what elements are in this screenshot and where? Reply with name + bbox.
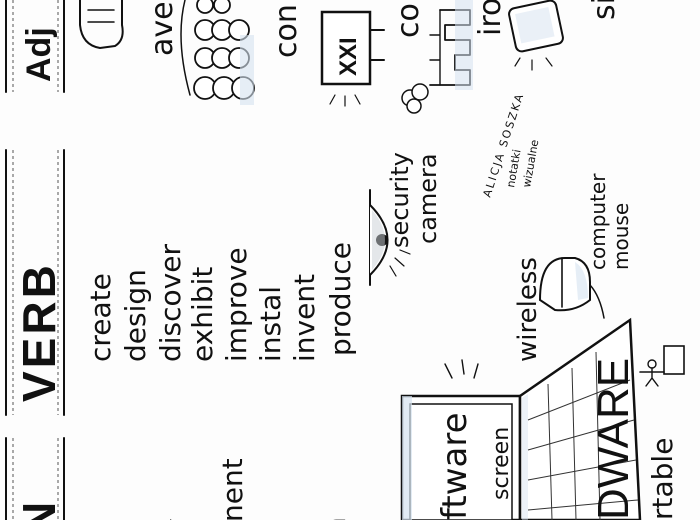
label-software: ftware: [435, 413, 475, 520]
label-hardware: DWARE: [589, 358, 638, 520]
desk-figure-icon: [639, 345, 685, 387]
sign-board-icon: XXI: [320, 10, 385, 107]
laptop-icon: [400, 317, 642, 520]
word-ave: ave: [145, 1, 180, 56]
smartphone-icon: [508, 0, 564, 71]
noun-fragment: nent: [216, 458, 249, 520]
city-skyline-icon: [401, 0, 473, 114]
author-name: ALICJA SOSZKA: [480, 91, 526, 199]
verb-item: produce: [324, 242, 357, 356]
verb-title: VERB: [13, 262, 65, 402]
verb-list: create design discover exhibit improve i…: [84, 242, 357, 362]
people-group-icon: [180, 0, 255, 105]
adj-title-fragment: Adj: [20, 27, 58, 82]
label-camera: camera: [414, 153, 442, 244]
adj-banner: Adj: [5, 0, 65, 93]
label-computer: computer: [586, 173, 610, 270]
century-label: XXI: [335, 37, 362, 76]
word-con: con: [269, 4, 304, 58]
label-portable: rtable: [646, 438, 679, 520]
verb-item: design: [119, 269, 152, 362]
label-mouse: mouse: [609, 203, 633, 270]
hand-icon: [79, 0, 124, 49]
noun-fragment: n: [319, 517, 352, 520]
verb-item: create: [84, 273, 117, 362]
noun-fragments: y r nent n: [159, 458, 352, 520]
word-si: si: [587, 0, 622, 20]
label-security: security: [386, 152, 414, 248]
noun-fragment: y: [159, 518, 192, 520]
word-co: co: [391, 3, 426, 38]
label-wireless: wireless: [513, 257, 543, 362]
computer-mouse-icon: [538, 257, 605, 319]
verb-item: invent: [288, 274, 321, 362]
verb-item: instal: [254, 286, 287, 362]
security-camera-icon: [369, 189, 411, 286]
verb-banner: VERB: [5, 149, 65, 416]
noun-banner: N: [5, 437, 65, 520]
verb-item: discover: [154, 244, 187, 362]
word-iro: iro: [473, 0, 508, 36]
verb-item: exhibit: [186, 267, 219, 362]
noun-title-fragment: N: [13, 502, 65, 520]
author-line2: wizualne: [520, 138, 541, 188]
label-screen: screen: [489, 427, 514, 500]
author-badge: ALICJA SOSZKA notatki wizualne: [480, 91, 541, 199]
verb-item: improve: [220, 247, 253, 362]
